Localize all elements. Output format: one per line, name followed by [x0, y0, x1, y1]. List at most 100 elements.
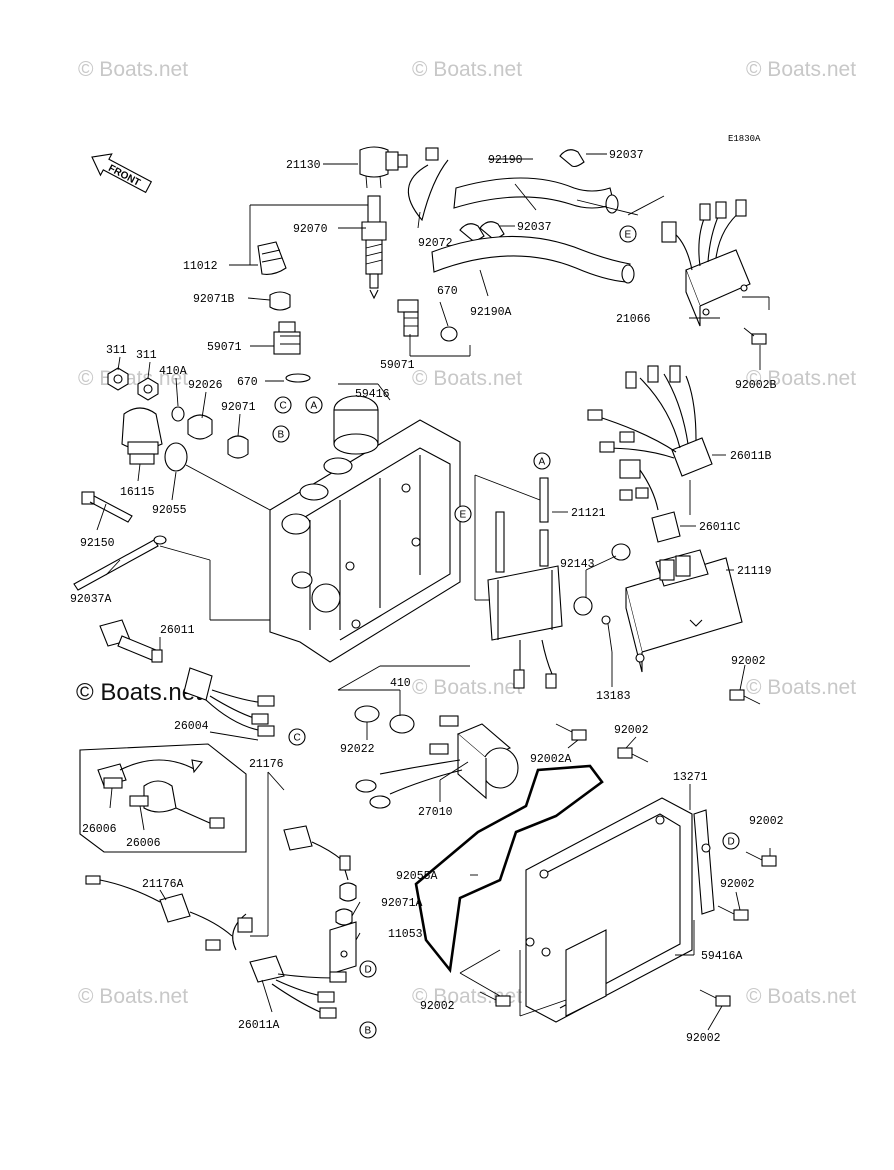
callouts: E C A B A E C D — [272, 225, 740, 1039]
fitting-59071-b — [397, 299, 419, 337]
relay-27010 — [355, 715, 519, 809]
part-label-26006-b: 26006 — [126, 837, 161, 850]
hose-92190 — [453, 177, 619, 214]
svg-text:B: B — [278, 430, 285, 441]
watermark: © Boats.net — [78, 58, 188, 81]
plug-16115 — [121, 407, 163, 465]
cover-59416a — [525, 797, 715, 1023]
cap-92026 — [187, 414, 213, 440]
part-label-59071-b: 59071 — [380, 359, 415, 372]
callout-a-mid: A — [533, 452, 551, 470]
watermark-large: © Boats.net — [76, 679, 202, 706]
part-label-26011a: 26011A — [238, 1019, 280, 1032]
svg-text:C: C — [294, 733, 301, 744]
bolt-92002-lower-right — [699, 989, 731, 1007]
spark-plug — [361, 195, 387, 300]
spark-plug-cap — [359, 146, 408, 189]
part-label-92002-d: 92002 — [720, 878, 755, 891]
kit-26004 — [79, 743, 247, 853]
part-label-92002-a: 92002 — [731, 655, 766, 668]
washer-410 — [389, 714, 415, 734]
leader-lines — [96, 153, 771, 1031]
reference-code: E1830A — [728, 134, 761, 144]
part-label-27010: 27010 — [418, 806, 453, 819]
callout-b-low: B — [359, 1021, 377, 1039]
clip-92037-upper — [559, 149, 585, 168]
bolt-92002b — [743, 327, 767, 345]
bolt-92002-cdi — [729, 689, 761, 705]
part-label-92143: 92143 — [560, 558, 595, 571]
part-label-21130: 21130 — [286, 159, 321, 172]
svg-text:E: E — [625, 230, 632, 241]
watermark: © Boats.net — [412, 676, 522, 699]
part-label-59416: 59416 — [355, 388, 390, 401]
front-arrow-icon: FRONT — [91, 153, 153, 194]
part-label-26011b: 26011B — [730, 450, 772, 463]
part-label-92026: 92026 — [188, 379, 223, 392]
part-label-92071b: 92071B — [193, 293, 235, 306]
o-ring-670 — [440, 326, 458, 342]
watermark: © Boats.net — [746, 367, 856, 390]
regulator-21066 — [661, 199, 751, 327]
svg-text:C: C — [280, 401, 287, 412]
hose-clamp-92072 — [407, 147, 449, 222]
part-label-92190: 92190 — [488, 154, 523, 167]
part-label-21066: 21066 — [616, 313, 651, 326]
sensor-21176 — [283, 825, 357, 902]
part-label-26006-a: 26006 — [82, 823, 117, 836]
part-label-670-b: 670 — [237, 376, 258, 389]
part-label-92055: 92055 — [152, 504, 187, 517]
watermark: © Boats.net — [78, 985, 188, 1008]
washer-410a — [171, 406, 185, 422]
part-label-13271: 13271 — [673, 771, 708, 784]
svg-text:B: B — [365, 1026, 372, 1037]
part-label-670-a: 670 — [437, 285, 458, 298]
part-labels: 21130 92190 92037 92070 92072 92037 1101… — [70, 149, 784, 1045]
bracket-11053 — [329, 921, 357, 975]
harness-connector-26011 — [183, 667, 275, 737]
part-label-92002-b: 92002 — [614, 724, 649, 737]
part-label-311-a: 311 — [106, 344, 127, 357]
svg-text:E: E — [460, 510, 467, 521]
part-label-92055a: 92055A — [396, 870, 438, 883]
ignition-coil-21121 — [487, 477, 563, 689]
part-label-92002b: 92002B — [735, 379, 777, 392]
part-label-26011: 26011 — [160, 624, 195, 637]
part-label-21119: 21119 — [737, 565, 772, 578]
part-label-92072: 92072 — [418, 237, 453, 250]
part-label-92037a: 92037A — [70, 593, 112, 606]
part-label-21176a: 21176A — [142, 878, 184, 891]
watermark: © Boats.net — [412, 367, 522, 390]
part-label-16115: 16115 — [120, 486, 155, 499]
connector-26011c — [619, 459, 681, 543]
watermark: © Boats.net — [412, 985, 522, 1008]
part-label-92070: 92070 — [293, 223, 328, 236]
spacer-92143-b — [573, 596, 593, 616]
part-label-59416a: 59416A — [701, 950, 743, 963]
o-ring-670-b — [285, 373, 311, 383]
part-label-92037-b: 92037 — [517, 221, 552, 234]
bolt-92150 — [81, 491, 133, 523]
tie-92037a — [73, 535, 167, 591]
callout-a-top: A — [305, 396, 323, 414]
part-label-11012: 11012 — [183, 260, 218, 273]
part-label-410a: 410A — [159, 365, 187, 378]
callout-c-mid: C — [288, 728, 306, 746]
callout-e-top: E — [619, 225, 637, 243]
part-label-26004: 26004 — [174, 720, 209, 733]
part-label-11053: 11053 — [388, 928, 423, 941]
harness-26011b — [587, 365, 713, 477]
part-label-92150: 92150 — [80, 537, 115, 550]
harness-26011a — [205, 913, 347, 1019]
part-label-59071-a: 59071 — [207, 341, 242, 354]
hose-92190a — [431, 235, 635, 284]
part-label-311-b: 311 — [136, 349, 157, 362]
svg-text:D: D — [728, 837, 735, 848]
callout-e-mid: E — [454, 505, 472, 523]
part-label-92002-f: 92002 — [686, 1032, 721, 1045]
callout-c-top: C — [274, 396, 292, 414]
svg-text:A: A — [539, 457, 546, 468]
callout-d-right: D — [722, 832, 740, 850]
